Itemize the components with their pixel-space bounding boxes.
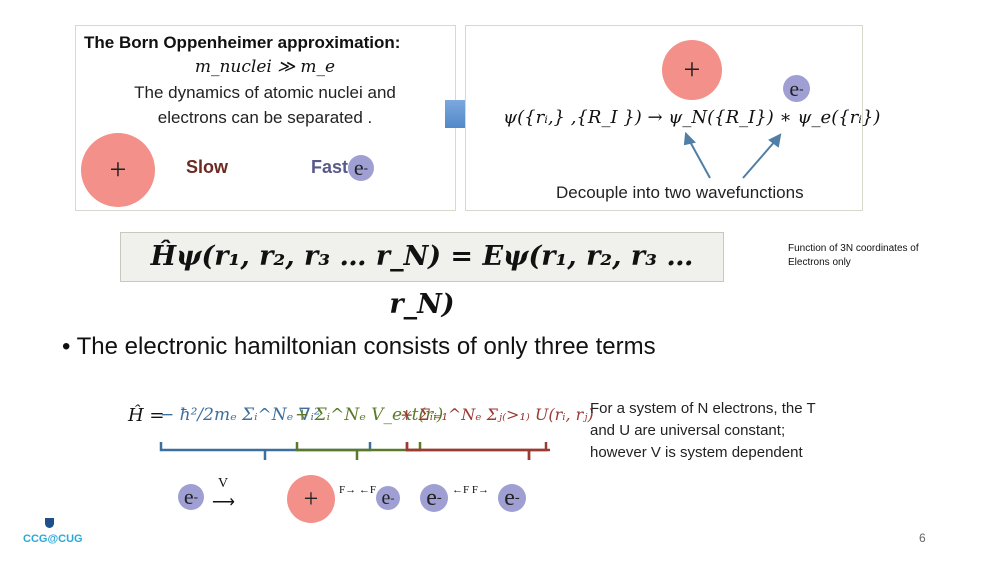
electron-icon: e- [376,486,400,510]
explanation-line1: For a system of N electrons, the T [590,400,816,417]
electron-icon: e- [498,484,526,512]
slow-label: Slow [186,157,229,177]
force-pair-repulsive: ←F F→ [452,484,489,496]
velocity-label: V [218,476,229,491]
mass-relation: m_nuclei ≫ m_e [194,57,336,77]
hamiltonian-lhs: Ĥ = [128,405,165,426]
schrodinger-equation: Ĥψ(r₁, r₂, r₃ … r_N) = Eψ(r₁, r₂, r₃ … r… [120,232,724,320]
electron-icon: e- [783,75,810,102]
note-line2: Electrons only [788,257,851,268]
logo-text: CCG@CUG [23,533,83,545]
force-label: F [369,484,376,496]
nucleus-icon: + [81,133,155,207]
box1-desc-line2: electrons can be separated . [157,108,373,127]
coordinates-note: Function of 3N coordinates of Electrons o… [788,242,919,270]
decouple-caption: Decouple into two wavefunctions [556,183,804,202]
force-label: F [339,484,346,496]
note-line1: Function of 3N coordinates of [788,243,919,254]
fast-label: Fast [311,157,349,177]
velocity-arrow-icon: ⟶ [212,494,235,511]
force-label: F [471,484,478,496]
page-number: 6 [919,531,926,545]
bullet-text: The electronic hamiltonian consists of o… [76,333,656,360]
logo-icon [45,518,54,528]
term-braces [159,442,550,460]
explanation-line2: and U are universal constant; [590,422,786,439]
interaction-term: + Σᵢ₌₁^Nₑ Σⱼ₍>₁₎ U(rᵢ, rⱼ) [400,405,594,424]
box1-desc-line1: The dynamics of atomic nuclei and [134,83,396,102]
wavefunction-decoupling-equation: ψ({rᵢ,} ,{R_I }) → ψ_N({R_I}) ∗ ψ_e({rᵢ}… [503,107,881,128]
explanation: For a system of N electrons, the T and U … [590,398,816,464]
pointer-arrows [683,131,782,179]
kinetic-term: − ħ²/2mₑ Σᵢ^Nₑ ∇ᵢ² [160,405,321,425]
external-potential-term: + Σᵢ^Nₑ V_ext(rᵢ) [295,405,444,425]
box1-title: The Born Oppenheimer approximation: [84,33,401,52]
electron-icon: e- [420,484,448,512]
electron-icon: e- [178,484,204,510]
electron-icon: e- [348,155,374,181]
explanation-line3: however V is system dependent [590,444,803,461]
force-pair: F→ ←F [339,484,376,496]
bullet-point: • The electronic hamiltonian consists of… [62,333,656,360]
nucleus-icon: + [287,475,335,523]
nucleus-icon: + [662,40,722,100]
force-label: F [463,484,470,496]
